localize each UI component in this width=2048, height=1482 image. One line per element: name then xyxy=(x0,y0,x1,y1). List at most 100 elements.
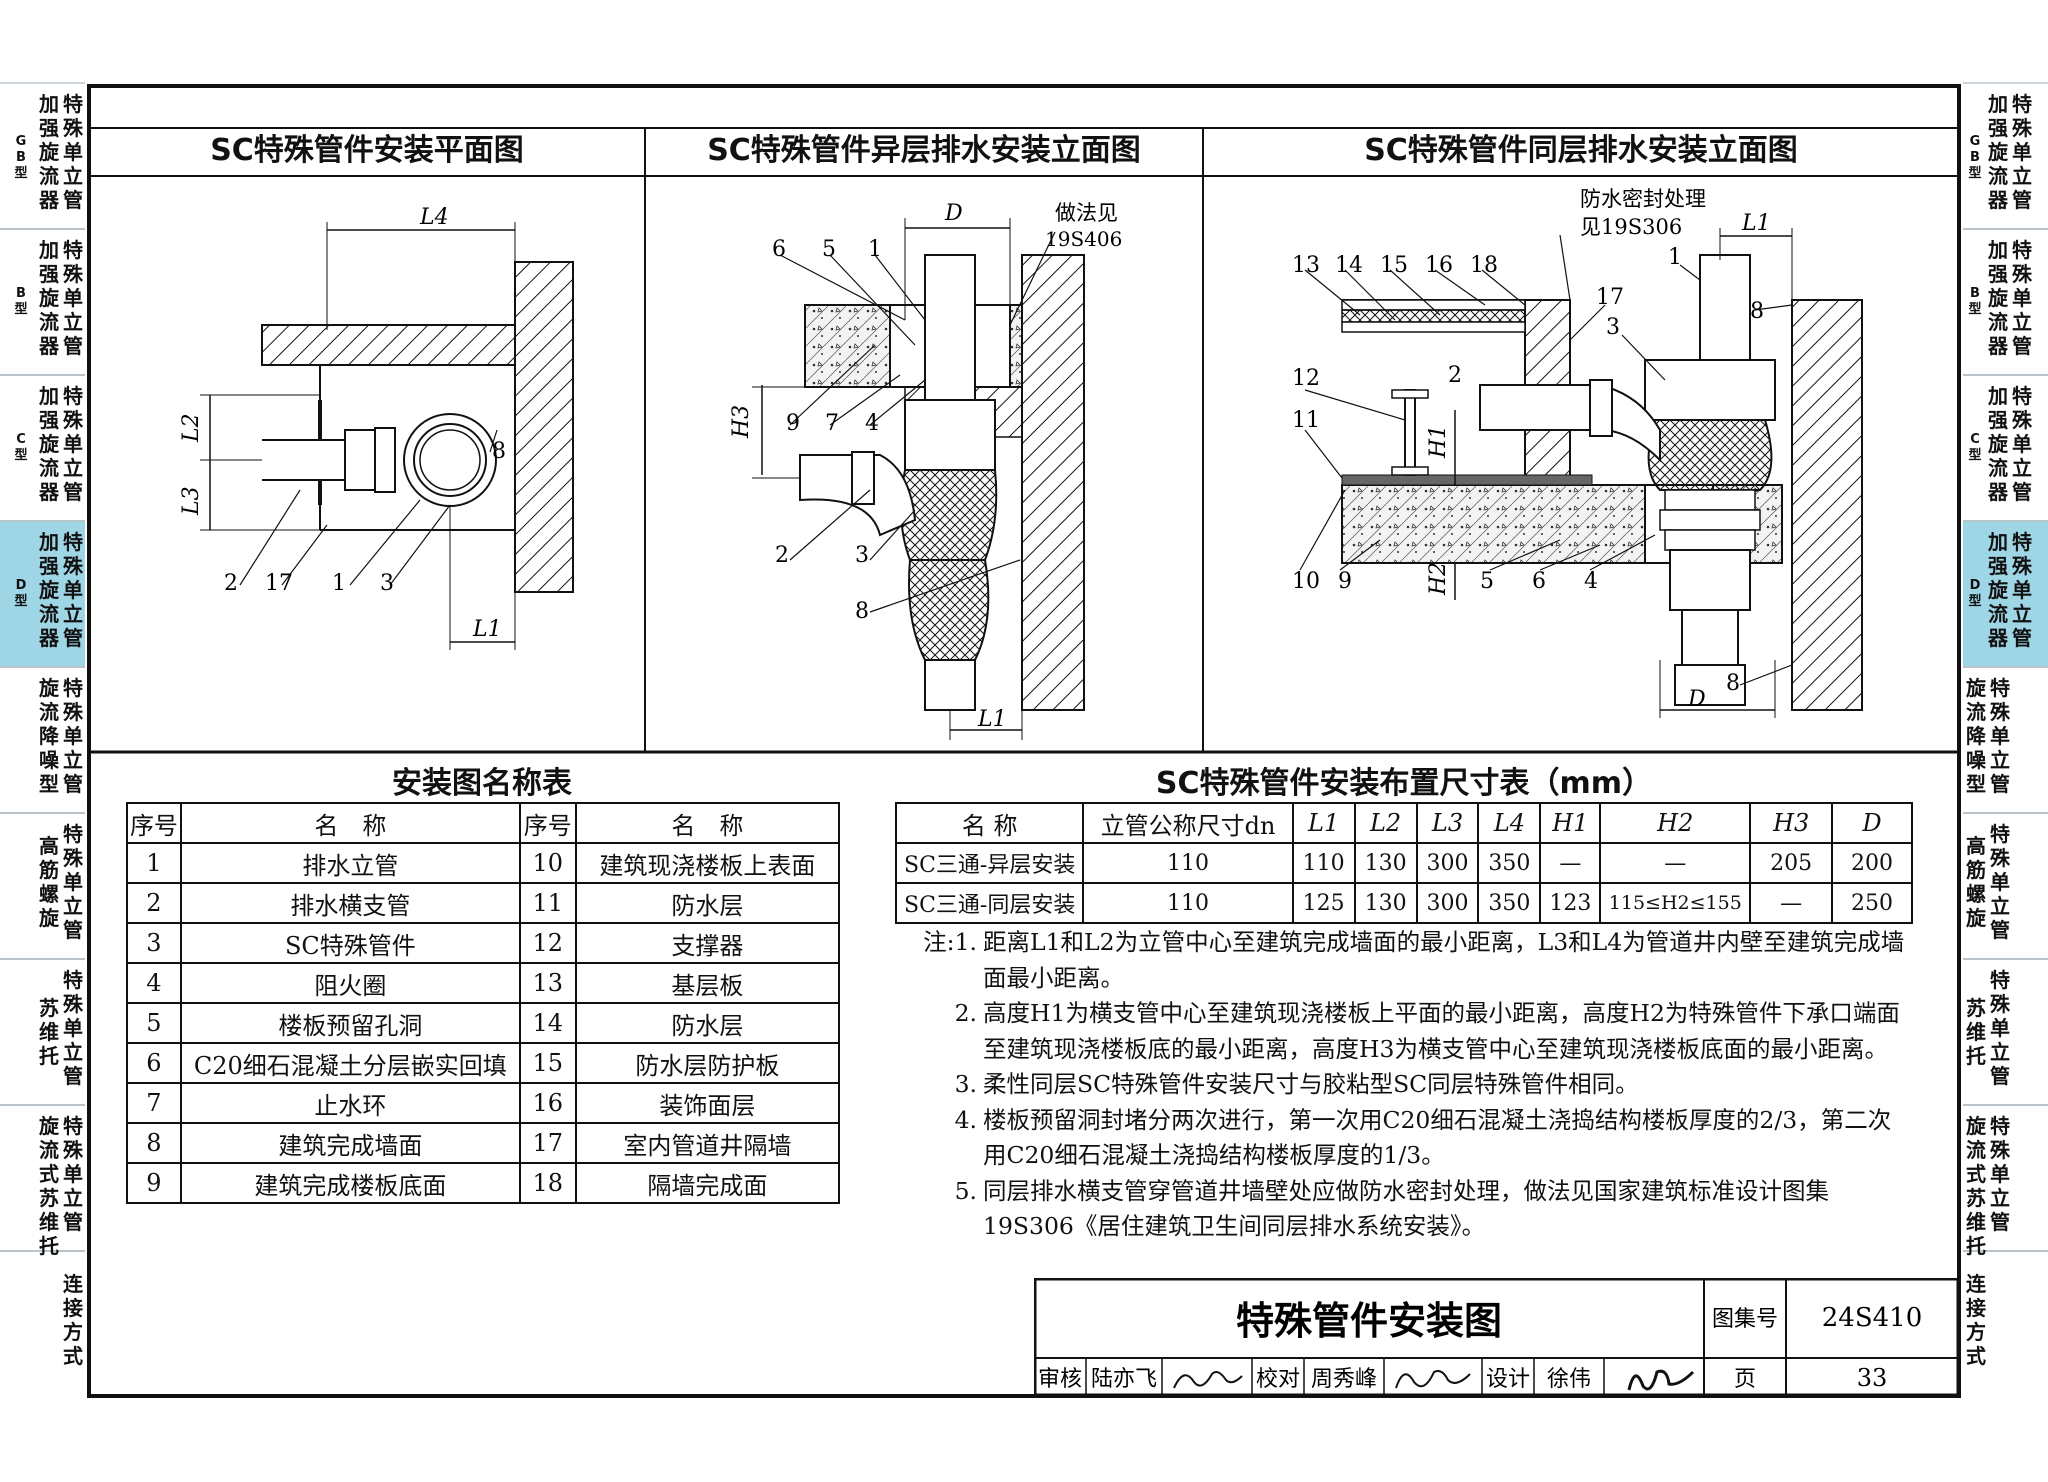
note-item: 3.柔性同层SC特殊管件安装尺寸与胶粘型SC同层特殊管件相同。 xyxy=(912,1067,1912,1103)
same-label-17: 17 xyxy=(1596,285,1624,310)
header-cell: L2 xyxy=(1353,802,1418,844)
table-cell: 16 xyxy=(518,1082,577,1124)
side-tab-code: B型 xyxy=(14,286,28,317)
diff-label-6: 6 xyxy=(772,237,786,262)
side-tab-main: 旋流降噪型 xyxy=(39,676,59,796)
table-cell: SC特殊管件 xyxy=(179,922,521,964)
note-text: 同层排水横支管穿管道井墙壁处应做防水密封处理，做法见国家建筑标准设计图集19S3… xyxy=(983,1176,1829,1241)
table-cell: C20细石混凝土分层嵌实回填 xyxy=(179,1042,521,1084)
table-cell: — xyxy=(1599,842,1752,884)
table-cell: 支撑器 xyxy=(574,922,841,964)
table-cell: 室内管道井隔墙 xyxy=(574,1122,841,1164)
side-tab-rib[interactable]: 高筋螺旋 特殊单立管 xyxy=(1963,814,2048,960)
table-cell: 205 xyxy=(1749,842,1834,884)
table-cell: 125 xyxy=(1291,882,1356,924)
side-tab-d[interactable]: 加强旋流器 特殊单立管 D型 xyxy=(0,522,85,668)
table-cell: 123 xyxy=(1539,882,1602,924)
side-tab-main: 苏维托 xyxy=(39,996,59,1068)
table-cell: 14 xyxy=(518,1002,577,1044)
side-tab-connection[interactable]: 连接方式 xyxy=(1963,1252,2048,1382)
table-cell: 130 xyxy=(1353,882,1418,924)
plan-label-1: 1 xyxy=(332,571,346,596)
same-note-2: 见19S306 xyxy=(1580,215,1682,239)
side-tab-gb[interactable]: 加强旋流器 特殊单立管 GB型 xyxy=(1963,84,2048,230)
table-cell: 17 xyxy=(518,1122,577,1164)
dims-table-title: SC特殊管件安装布置尺寸表（mm） xyxy=(1155,766,1653,801)
side-tab-sovent[interactable]: 苏维托 特殊单立管 xyxy=(0,960,85,1106)
side-tab-code: D型 xyxy=(1968,578,1982,609)
side-tab-c[interactable]: 加强旋流器 特殊单立管 C型 xyxy=(0,376,85,522)
side-tab-d[interactable]: 加强旋流器 特殊单立管 D型 xyxy=(1963,522,2048,668)
side-tab-sub: 特殊单立管 xyxy=(1990,676,2010,796)
side-tab-sub: 特殊单立管 xyxy=(2012,384,2032,504)
same-label-8: 8 xyxy=(1750,299,1764,324)
side-tab-sub: 特殊单立管 xyxy=(1990,822,2010,942)
side-tab-gb[interactable]: 加强旋流器 特殊单立管 GB型 xyxy=(0,84,85,230)
note-text: 柔性同层SC特殊管件安装尺寸与胶粘型SC同层特殊管件相同。 xyxy=(983,1070,1639,1098)
design-label: 设计 xyxy=(1486,1367,1530,1392)
checker-name: 周秀峰 xyxy=(1311,1367,1377,1392)
table-cell: SC三通-异层安装 xyxy=(894,842,1085,884)
side-tab-main: 旋流式苏维托 xyxy=(1966,1114,1986,1258)
table-cell: 防水层防护板 xyxy=(574,1042,841,1084)
table-cell: 350 xyxy=(1477,882,1542,924)
table-cell: 15 xyxy=(518,1042,577,1084)
plan-label-17: 17 xyxy=(265,571,293,596)
same-label-3: 3 xyxy=(1606,315,1620,340)
side-tab-sub: 特殊单立管 xyxy=(2012,238,2032,358)
table-row: SC三通-同层安装 110 125 130 300 350 123 115≤H2… xyxy=(894,882,1913,924)
left-side-tabs: 加强旋流器 特殊单立管 GB型 加强旋流器 特殊单立管 B型 加强旋流器 特殊单… xyxy=(0,82,85,1382)
side-tab-main: 加强旋流器 xyxy=(1988,530,2008,650)
table-row: SC三通-异层安装 110 110 130 300 350 — — 205 20… xyxy=(894,842,1913,884)
side-tab-main: 旋流降噪型 xyxy=(1966,676,1986,796)
side-tab-main: 连接方式 xyxy=(63,1272,83,1368)
diff-note-1: 做法见 xyxy=(1055,201,1118,225)
table-cell: 4 xyxy=(126,962,182,1004)
same-label-8b: 8 xyxy=(1726,671,1740,696)
side-tab-sub: 特殊单立管 xyxy=(63,676,83,796)
side-tab-main: 连接方式 xyxy=(1966,1272,1986,1368)
side-tab-swirl-sovent[interactable]: 旋流式苏维托 特殊单立管 xyxy=(1963,1106,2048,1258)
check-label: 校对 xyxy=(1256,1367,1300,1392)
side-tab-noise[interactable]: 旋流降噪型 特殊单立管 xyxy=(1963,668,2048,814)
header-cell: 立管公称尺寸dn xyxy=(1082,802,1294,844)
diff-label-9: 9 xyxy=(786,411,800,436)
header-cell: 名 称 xyxy=(179,802,521,844)
side-tab-sovent[interactable]: 苏维托 特殊单立管 xyxy=(1963,960,2048,1106)
table-cell: 隔墙完成面 xyxy=(574,1162,841,1204)
table-cell: 基层板 xyxy=(574,962,841,1004)
designer-name: 徐伟 xyxy=(1547,1367,1591,1392)
side-tab-b[interactable]: 加强旋流器 特殊单立管 B型 xyxy=(0,230,85,376)
side-tab-sub: 特殊单立管 xyxy=(63,530,83,650)
side-tab-c[interactable]: 加强旋流器 特殊单立管 C型 xyxy=(1963,376,2048,522)
plan-label-2: 2 xyxy=(224,571,238,596)
side-tab-swirl-sovent[interactable]: 旋流式苏维托 特殊单立管 xyxy=(0,1106,85,1258)
diff-label-5: 5 xyxy=(822,237,836,262)
title-block: 特殊管件安装图 图集号 24S410 审核 陆亦飞 校对 周秀峰 设计 徐伟 页… xyxy=(1034,1278,1959,1396)
table-cell: 排水立管 xyxy=(179,842,521,884)
diff-label-4: 4 xyxy=(865,411,879,436)
side-tab-b[interactable]: 加强旋流器 特殊单立管 B型 xyxy=(1963,230,2048,376)
side-tab-noise[interactable]: 旋流降噪型 特殊单立管 xyxy=(0,668,85,814)
header-cell: 序号 xyxy=(518,802,577,844)
table-cell: 止水环 xyxy=(179,1082,521,1124)
plan-view: L4 L2 L3 L1 8 2 17 1 3 xyxy=(179,205,574,650)
table-cell: 阻火圈 xyxy=(179,962,521,1004)
table-cell: — xyxy=(1749,882,1834,924)
names-table-title: 安装图名称表 xyxy=(392,766,572,801)
table-cell: 楼板预留孔洞 xyxy=(179,1002,521,1044)
side-tab-connection[interactable]: 连接方式 xyxy=(0,1252,85,1382)
side-tab-main: 高筋螺旋 xyxy=(39,834,59,930)
side-tab-rib[interactable]: 高筋螺旋 特殊单立管 xyxy=(0,814,85,960)
note-item: 4.楼板预留洞封堵分两次进行，第一次用C20细石混凝土浇捣结构楼板厚度的2/3，… xyxy=(912,1103,1912,1174)
diff-floor-title: SC特殊管件异层排水安装立面图 xyxy=(707,133,1141,168)
table-cell: 110 xyxy=(1082,842,1294,884)
table-cell: 130 xyxy=(1353,842,1418,884)
table-cell: 200 xyxy=(1831,842,1913,884)
header-cell: 名 称 xyxy=(574,802,841,844)
table-cell: 5 xyxy=(126,1002,182,1044)
note-text: 楼板预留洞封堵分两次进行，第一次用C20细石混凝土浇捣结构楼板厚度的2/3，第二… xyxy=(983,1105,1892,1170)
plan-label-l3: L3 xyxy=(179,486,204,516)
